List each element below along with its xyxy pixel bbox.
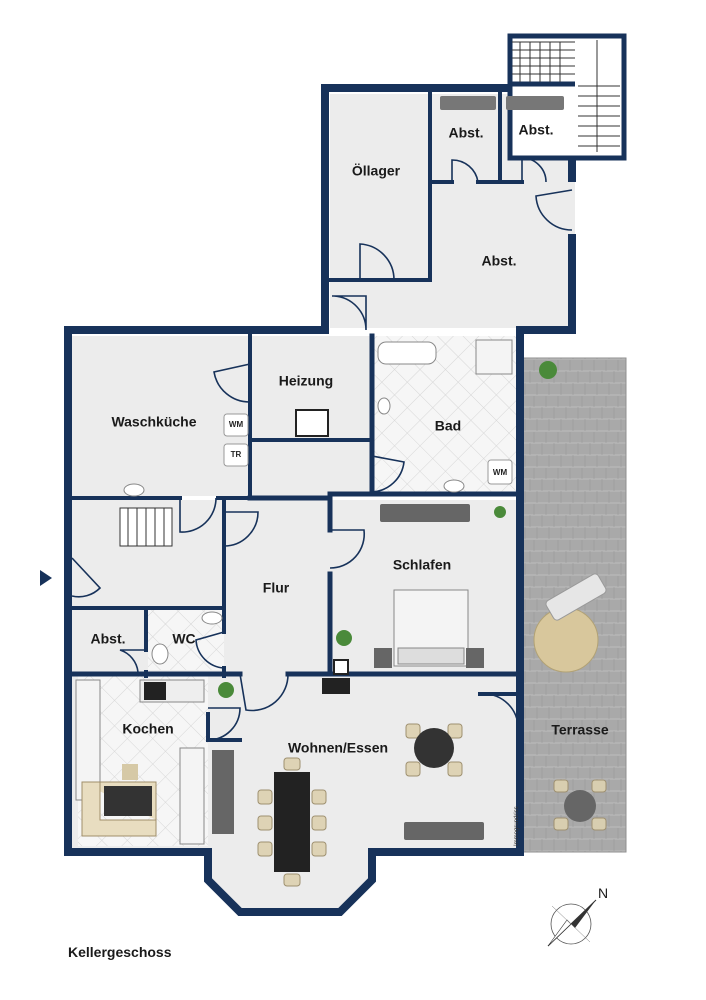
- room-labels: Öllager Abst. Abst. Abst. Heizung Waschk…: [91, 122, 609, 756]
- room-label-oellager: Öllager: [352, 163, 401, 179]
- compass: N: [547, 885, 608, 947]
- compass-north-label: N: [598, 885, 608, 901]
- brand-vertical: Immogrundriss: [514, 806, 520, 846]
- room-label-waschkueche: Waschküche: [111, 414, 196, 430]
- room-label-bad: Bad: [435, 418, 461, 434]
- room-label-abst-small: Abst.: [91, 631, 126, 647]
- room-label-kochen: Kochen: [122, 721, 173, 737]
- room-label-abst-large: Abst.: [482, 253, 517, 269]
- room-label-heizung: Heizung: [279, 373, 333, 389]
- room-label-abst-top-left: Abst.: [449, 125, 484, 141]
- floor-title: Kellergeschoss: [68, 944, 172, 960]
- appliance-labels: WM TR WM: [229, 420, 508, 477]
- room-label-schlafen: Schlafen: [393, 557, 451, 573]
- room-label-wc: WC: [172, 631, 195, 647]
- room-label-wohnen-essen: Wohnen/Essen: [288, 740, 388, 756]
- dryer-label: TR: [231, 450, 242, 459]
- walls: [64, 84, 576, 916]
- entrance-arrow: [40, 570, 52, 586]
- furniture: [75, 96, 607, 887]
- room-label-terrasse: Terrasse: [551, 722, 609, 738]
- washing-machine-label: WM: [229, 420, 244, 429]
- doors: [71, 157, 573, 741]
- bath-washing-machine-label: WM: [493, 468, 508, 477]
- room-label-abst-top-right: Abst.: [519, 122, 554, 138]
- room-label-flur: Flur: [263, 580, 290, 596]
